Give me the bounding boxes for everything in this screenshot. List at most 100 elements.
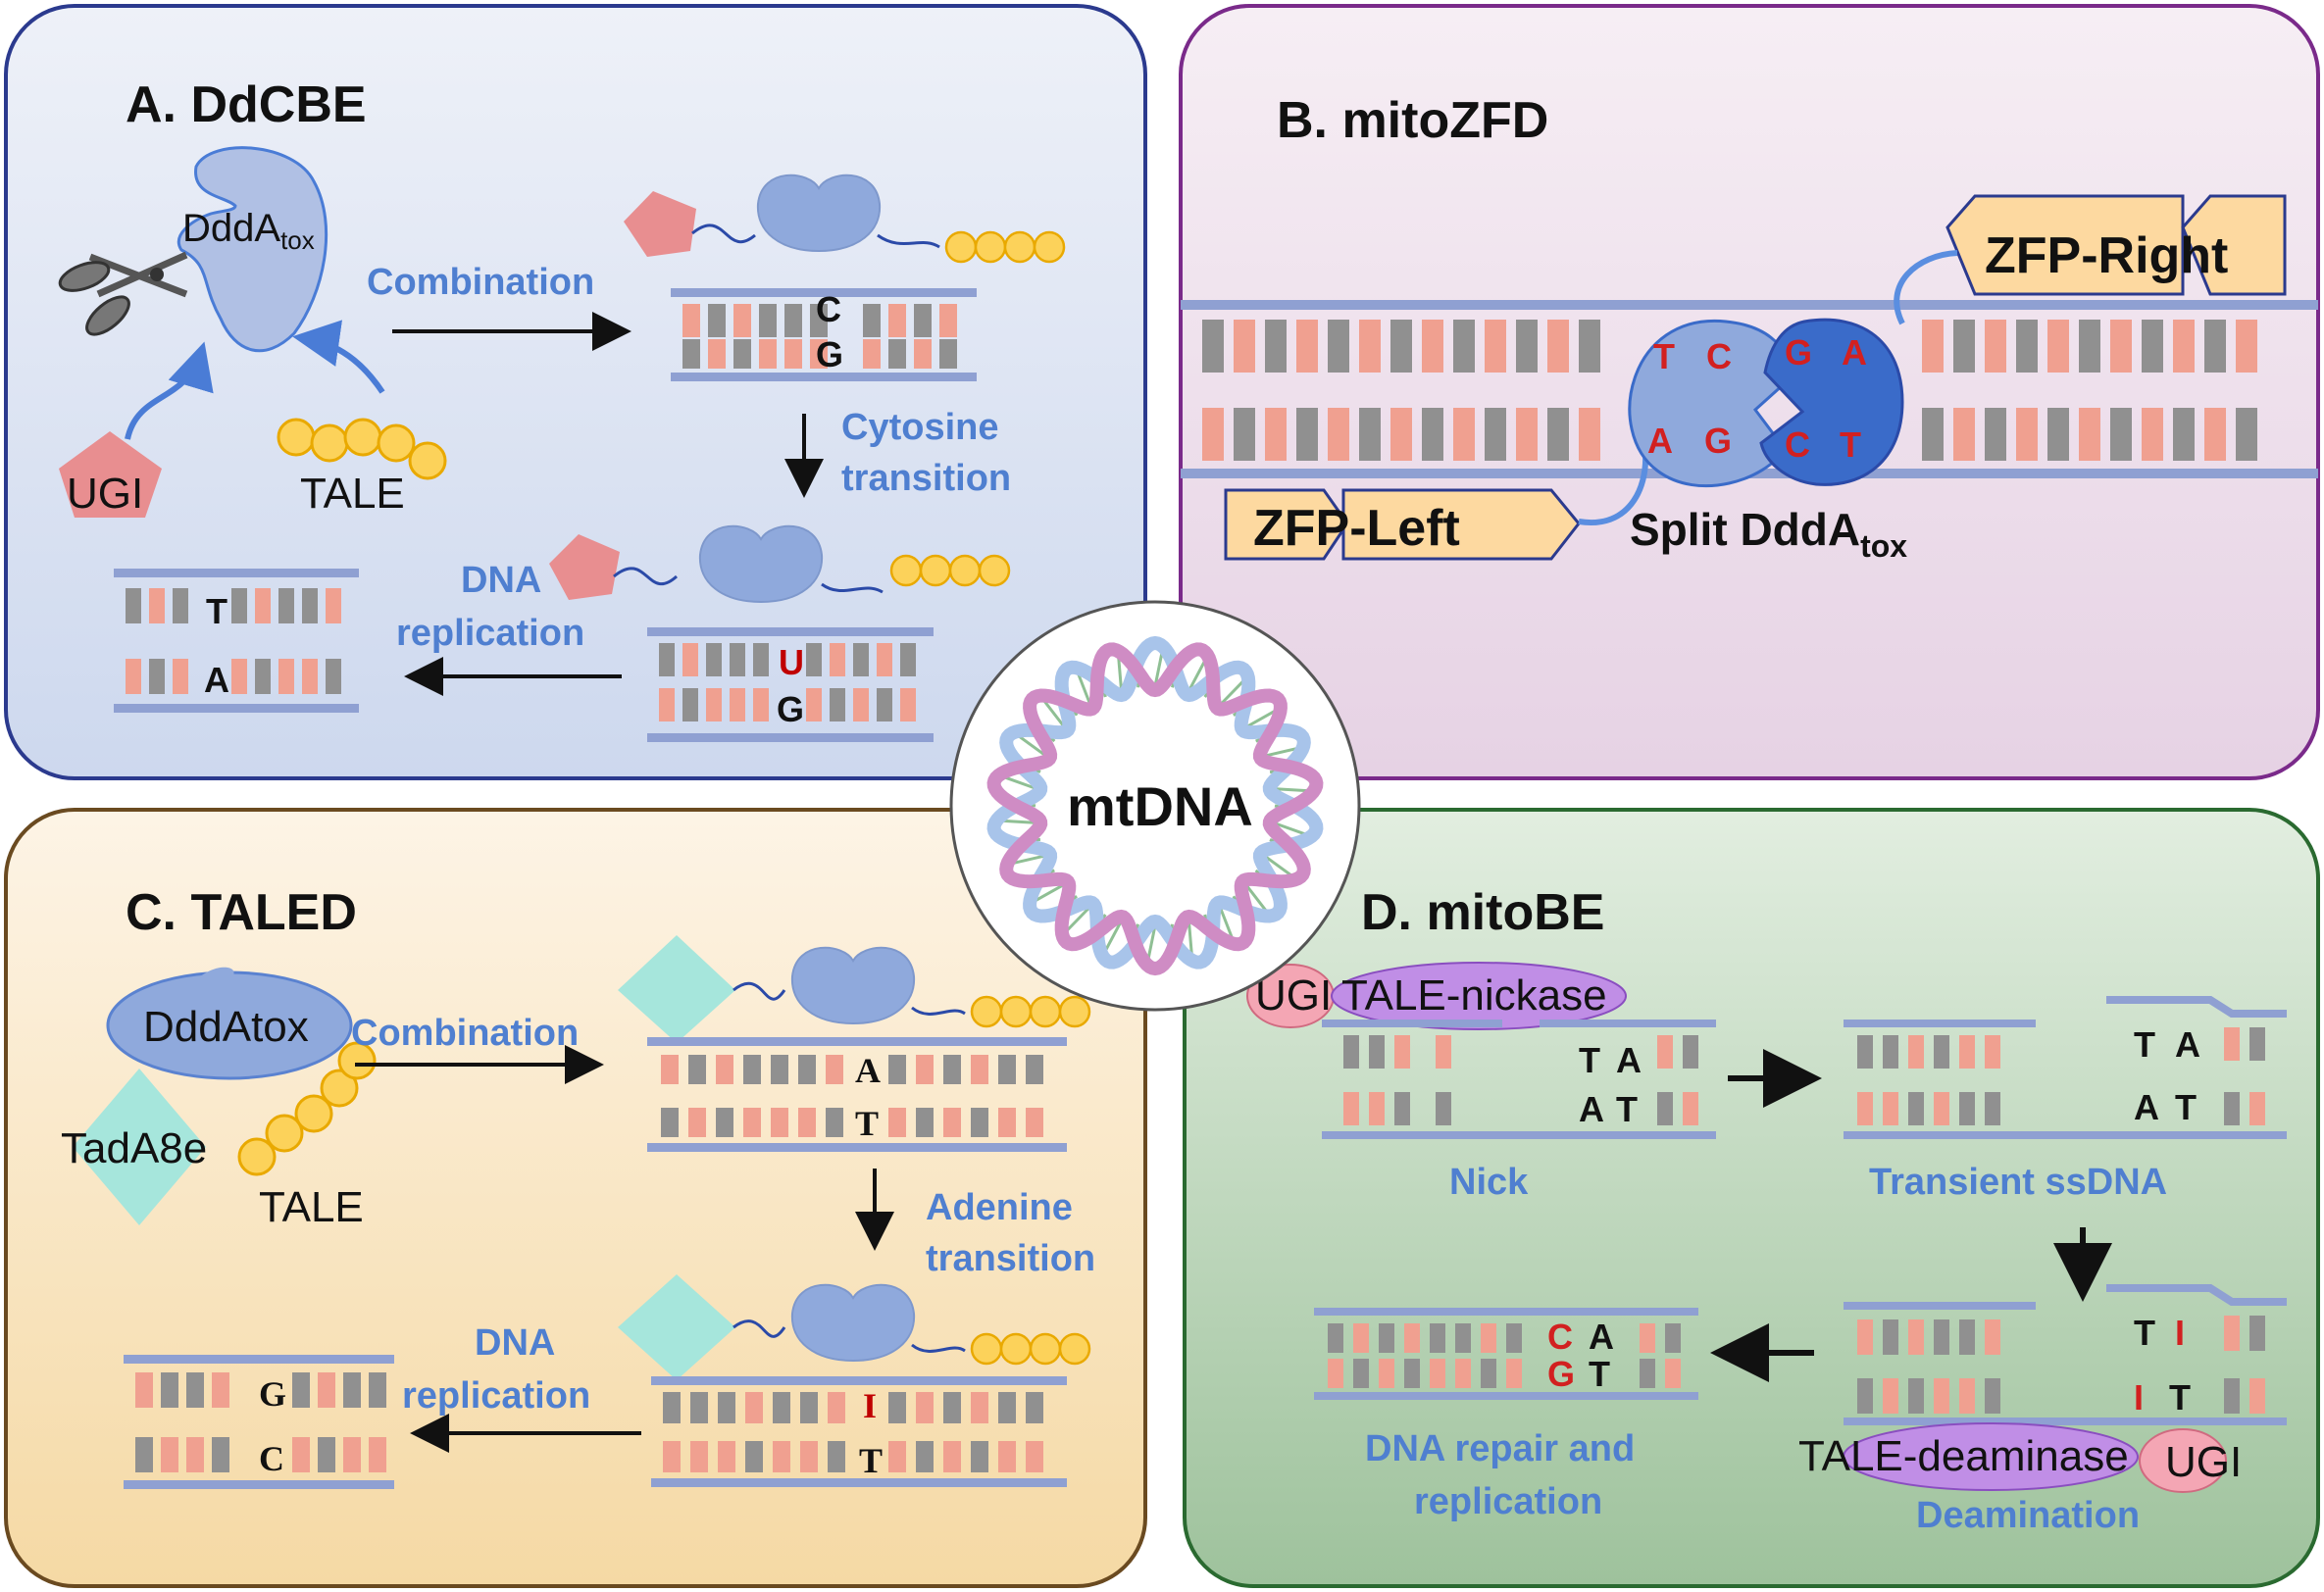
- dna-rep-label-c2: replication: [402, 1375, 590, 1417]
- d-dm-t2: T: [2169, 1377, 2191, 1418]
- dna-bar: [2110, 320, 2132, 373]
- scissors-icon: [58, 251, 188, 336]
- dna-bar: [2016, 408, 2038, 461]
- dna-bar: [1453, 408, 1475, 461]
- tale-beads-c: [237, 1041, 377, 1176]
- dna-bar: [1359, 408, 1381, 461]
- tale-beads: [277, 418, 447, 480]
- tale-deaminase-oval: [1843, 1422, 2139, 1491]
- dna-bar: [1985, 408, 2006, 461]
- dna-deamination: [1844, 1284, 2287, 1425]
- dna-rep-label-a1: DNA: [461, 560, 541, 601]
- dna-mid-a: [647, 627, 934, 742]
- panel-a: A. DdCBE DddAtox UGI TALE Combination: [4, 4, 1147, 780]
- panel-b: B. mitoZFD ZFP-Right ZFP-Left T C G A A …: [1179, 4, 2320, 780]
- dna-bar: [1547, 408, 1569, 461]
- ugi-label-d2: UGI: [2165, 1438, 2242, 1486]
- cytosine-label-2: transition: [841, 458, 1011, 499]
- c-base-a-top: A: [855, 1051, 881, 1090]
- dddatox-heart-c-top: [790, 946, 916, 1024]
- dna-bar: [1328, 408, 1349, 461]
- dna-bar: [1922, 408, 1944, 461]
- tale-label: TALE: [300, 470, 405, 518]
- dna-bar: [1985, 320, 2006, 373]
- dna-bar: [1516, 408, 1538, 461]
- zfp-right: ZFP-Right: [1945, 194, 2287, 296]
- mtdna-label: mtDNA: [1067, 775, 1253, 837]
- dna-bar: [1296, 408, 1318, 461]
- panel-c: C. TALED DddAtox TadA8e TALE Combination: [4, 808, 1147, 1588]
- dna-bar: [1202, 320, 1224, 373]
- b-base-a: A: [1842, 332, 1867, 373]
- b-base-c-bottom: C: [1785, 424, 1810, 465]
- d-ss-a: A: [2175, 1024, 2200, 1065]
- c-base-i-mid: I: [863, 1386, 877, 1425]
- d-rp-t: T: [1589, 1354, 1610, 1394]
- ugi-pentagon-mid: [549, 534, 620, 600]
- d-dm-i: I: [2175, 1313, 2185, 1353]
- dna-bar: [1265, 320, 1287, 373]
- b-base-g-bottom: G: [1704, 421, 1732, 461]
- base-u-mid: U: [779, 642, 804, 682]
- base-t-out: T: [206, 591, 227, 631]
- panel-d: D. mitoBE UGI TALE-nickase T A A T Nick: [1183, 808, 2320, 1588]
- dna-bar: [1579, 320, 1600, 373]
- dna-top-a: [671, 288, 977, 381]
- ugi-pentagon: [59, 431, 162, 518]
- dna-bar: [1359, 320, 1381, 373]
- tada8e-label: TadA8e: [61, 1124, 207, 1172]
- dna-bar: [1422, 320, 1443, 373]
- dna-out-a: [114, 569, 359, 713]
- dna-bar: [2236, 320, 2257, 373]
- ugi-label-d1: UGI: [1255, 971, 1332, 1020]
- b-base-a-bottom: A: [1647, 421, 1673, 461]
- repair-label-2: replication: [1414, 1481, 1602, 1522]
- dddatox-label-c: DddAtox: [143, 1003, 309, 1051]
- adenine-label-2: transition: [926, 1238, 1095, 1279]
- mtdna-center: mtDNA: [949, 600, 1361, 1012]
- mtdna-strand-pink: [986, 642, 1324, 976]
- transient-label: Transient ssDNA: [1869, 1162, 2167, 1203]
- panel-b-title: B. mitoZFD: [1277, 92, 1548, 149]
- ugi-oval-bottom: [2139, 1428, 2227, 1493]
- dna-bar: [1547, 320, 1569, 373]
- ugi-pentagon-bound: [624, 191, 696, 257]
- dna-transient: [1844, 996, 2287, 1139]
- dddatox-heart-mid: [698, 524, 824, 603]
- tada8e-bound-bottom: [618, 1274, 735, 1380]
- dna-bar: [2142, 408, 2163, 461]
- ugi-arrow: [125, 341, 214, 440]
- dna-bar: [2173, 408, 2195, 461]
- panel-c-title: C. TALED: [126, 884, 357, 941]
- zfp-left-label: ZFP-Left: [1253, 500, 1460, 557]
- dddatox-label: DddAtox: [182, 207, 315, 255]
- dna-top-c: [647, 1037, 1067, 1152]
- tale-label-c: TALE: [259, 1183, 364, 1231]
- dna-bar: [2047, 320, 2069, 373]
- dna-mid-c: [651, 1376, 1067, 1487]
- zfp-right-label: ZFP-Right: [1985, 227, 2228, 284]
- combination-label-c: Combination: [351, 1013, 579, 1054]
- base-c-top: C: [816, 289, 841, 329]
- combination-label-a: Combination: [367, 262, 594, 303]
- panel-d-title: D. mitoBE: [1361, 884, 1604, 941]
- dna-bar: [2110, 408, 2132, 461]
- tale-nickase-label: TALE-nickase: [1341, 971, 1607, 1020]
- dna-bar: [1234, 320, 1255, 373]
- dna-bar: [2047, 408, 2069, 461]
- dna-bar: [1390, 320, 1412, 373]
- d-rp-a: A: [1589, 1317, 1614, 1357]
- dna-bar: [1422, 408, 1443, 461]
- dna-bars-b: [1202, 320, 2257, 461]
- d-nick-t: T: [1579, 1040, 1600, 1080]
- dna-bar: [2204, 320, 2226, 373]
- dna-bar: [1328, 320, 1349, 373]
- d-nick-a: A: [1616, 1040, 1642, 1080]
- dna-bar: [1953, 408, 1975, 461]
- d-rp-g: G: [1547, 1354, 1575, 1394]
- dddatox-heart-c-bottom: [790, 1283, 916, 1362]
- base-g-top: G: [816, 334, 843, 374]
- c-base-t-top: T: [855, 1104, 879, 1143]
- base-g-mid: G: [777, 689, 804, 729]
